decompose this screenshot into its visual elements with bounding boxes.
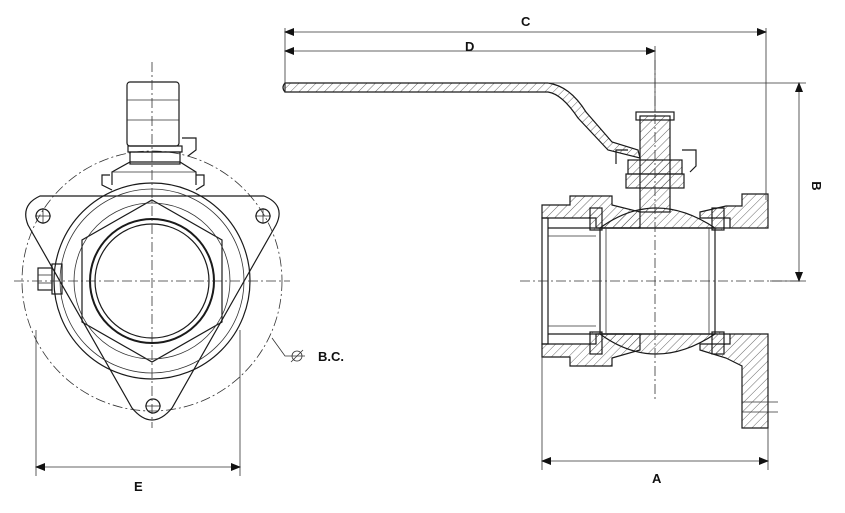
lever-handle <box>284 82 641 159</box>
bolt-circle-label: B.C. <box>318 349 344 364</box>
dim-d-label: D <box>465 39 474 54</box>
hex-nut <box>81 199 223 363</box>
dim-a-label: A <box>652 471 662 486</box>
bolt-hole-right <box>255 208 271 224</box>
ball-bottom <box>598 333 717 355</box>
bolt-hole-left <box>35 208 51 224</box>
drain-plug <box>37 263 63 295</box>
dim-b-label: B <box>809 181 824 190</box>
front-view: B.C. E <box>14 62 344 494</box>
body-right <box>699 193 769 229</box>
triangular-flange <box>25 195 280 421</box>
bc-leader <box>271 337 305 357</box>
diameter-marker <box>291 350 303 362</box>
dim-c-label: C <box>521 14 531 29</box>
seat-left-top <box>589 207 603 231</box>
dim-e-label: E <box>134 479 143 494</box>
bolt-hole-bottom <box>145 398 161 414</box>
handle-grip <box>126 81 197 157</box>
side-view: C D B A <box>282 14 824 486</box>
